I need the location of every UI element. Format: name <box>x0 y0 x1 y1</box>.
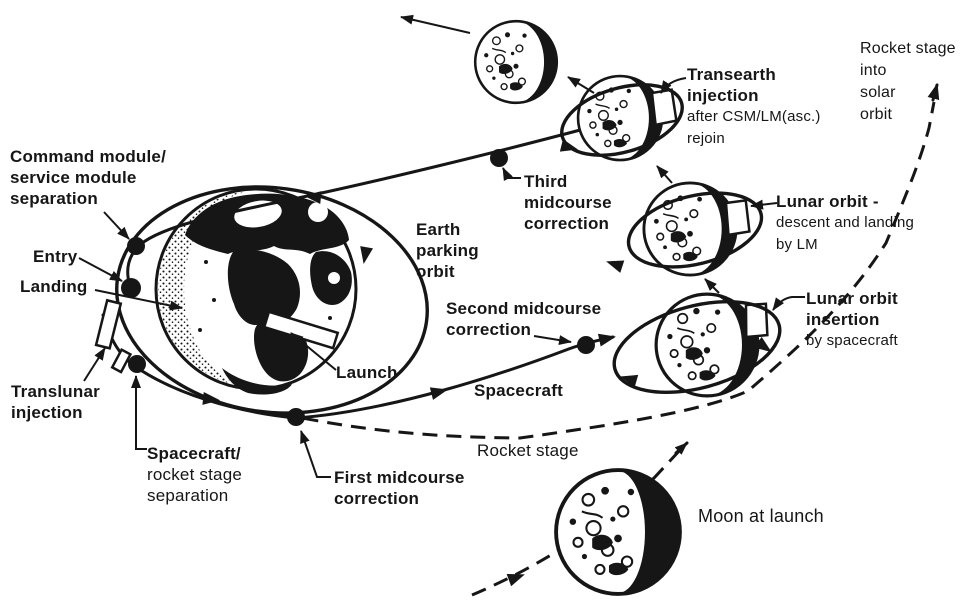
leader-third-midcourse <box>502 167 521 181</box>
moon-lunar-orbit-insertion <box>612 292 782 398</box>
label-line: injection <box>687 86 759 105</box>
label-rocket-stage-path: Rocket stage <box>477 440 579 461</box>
label-line: injection <box>11 403 83 422</box>
entry-corridor-shape <box>94 298 133 374</box>
label-line: Moon at launch <box>698 506 824 526</box>
label-line: correction <box>446 320 532 339</box>
label-line: Lunar orbit - <box>776 192 879 211</box>
leader-sc-rocket-sep <box>131 375 147 450</box>
label-translunar-injection: Translunar injection <box>11 381 100 423</box>
entry-point <box>121 278 141 298</box>
leader-landing <box>94 289 183 311</box>
leader-lunar-descent <box>750 199 778 210</box>
label-line: correction <box>334 489 420 508</box>
earth-illustration <box>154 187 358 395</box>
label-line: Transearth <box>687 65 776 84</box>
label-line: First midcourse <box>334 468 465 487</box>
label-line: rocket stage <box>147 465 243 484</box>
leader-second-midcourse <box>533 335 572 346</box>
leader-cm-sm <box>103 211 130 240</box>
leader-first-midcourse <box>300 430 331 478</box>
label-spacecraft-rocket-separation: Spacecraft/ rocket stage separation <box>147 443 242 506</box>
leader-translunar <box>83 347 106 382</box>
label-line: by LM <box>776 236 818 253</box>
label-line: Spacecraft <box>474 381 563 400</box>
moon-transearth-coast <box>473 19 559 105</box>
label-line: by spacecraft <box>806 332 898 349</box>
transearth-departure-arrow <box>400 14 471 34</box>
label-landing: Landing <box>20 276 88 297</box>
ascent-arrow-1 <box>704 278 720 294</box>
label-line: Launch <box>336 363 398 382</box>
label-line: Translunar <box>11 382 100 401</box>
label-line: service module <box>10 168 137 187</box>
leader-transearth <box>660 77 687 94</box>
label-line: descent and landing <box>776 214 915 231</box>
label-line: solar <box>860 84 896 101</box>
label-lunar-orbit-descent: Lunar orbit - descent and landing by LM <box>776 191 914 256</box>
label-line: orbit <box>860 106 893 123</box>
label-line: Third <box>524 172 568 191</box>
label-line: Landing <box>20 277 88 296</box>
label-line: rejoin <box>687 130 725 147</box>
label-line: Second midcourse <box>446 299 602 318</box>
ascent-arrow-3 <box>567 76 595 94</box>
label-earth-parking-orbit: Earth parking orbit <box>416 219 479 282</box>
label-line: Rocket stage <box>477 441 579 460</box>
label-line: parking <box>416 241 479 260</box>
label-line: correction <box>524 214 610 233</box>
label-line: Command module/ <box>10 147 167 166</box>
label-line: Spacecraft/ <box>147 444 241 463</box>
ascent-arrow-2 <box>656 165 673 184</box>
moon-at-launch <box>554 468 682 596</box>
first-midcourse-point <box>287 408 305 426</box>
leader-launch <box>290 332 337 371</box>
label-line: separation <box>10 189 98 208</box>
label-line: insertion <box>806 310 880 329</box>
label-transearth-injection: Transearth injection after CSM/LM(asc.) … <box>687 64 821 150</box>
label-line: after CSM/LM(asc.) <box>687 108 821 125</box>
label-cm-sm-separation: Command module/ service module separatio… <box>10 146 166 209</box>
label-moon-at-launch: Moon at launch <box>698 505 824 527</box>
second-midcourse-point <box>577 336 595 354</box>
label-line: Entry <box>33 247 78 266</box>
label-third-midcourse: Third midcourse correction <box>524 171 612 234</box>
label-launch: Launch <box>336 362 398 383</box>
label-line: orbit <box>416 262 455 281</box>
cm-sm-separation-point <box>127 237 145 255</box>
label-lunar-orbit-insertion: Lunar orbit insertion by spacecraft <box>806 288 898 352</box>
label-entry: Entry <box>33 246 77 267</box>
label-spacecraft-path: Spacecraft <box>474 380 563 401</box>
third-midcourse-point <box>490 149 508 167</box>
label-line: midcourse <box>524 193 612 212</box>
label-line: Lunar orbit <box>806 289 898 308</box>
rocket-stage-trajectory <box>279 101 936 440</box>
leader-lunar-insertion <box>772 296 805 311</box>
label-first-midcourse: First midcourse correction <box>334 467 465 509</box>
moon-transearth-injection <box>559 74 684 162</box>
label-line: into <box>860 62 887 79</box>
label-line: Earth <box>416 220 461 239</box>
label-line: Rocket stage <box>860 40 956 57</box>
spacecraft-rocket-separation-point <box>128 355 146 373</box>
leader-entry <box>78 257 123 282</box>
label-second-midcourse: Second midcourse correction <box>446 298 601 340</box>
label-line: separation <box>147 486 229 505</box>
label-rocket-stage-solar-orbit: Rocket stage into solar orbit <box>860 38 956 126</box>
moon-lunar-orbit-descent <box>604 181 764 277</box>
